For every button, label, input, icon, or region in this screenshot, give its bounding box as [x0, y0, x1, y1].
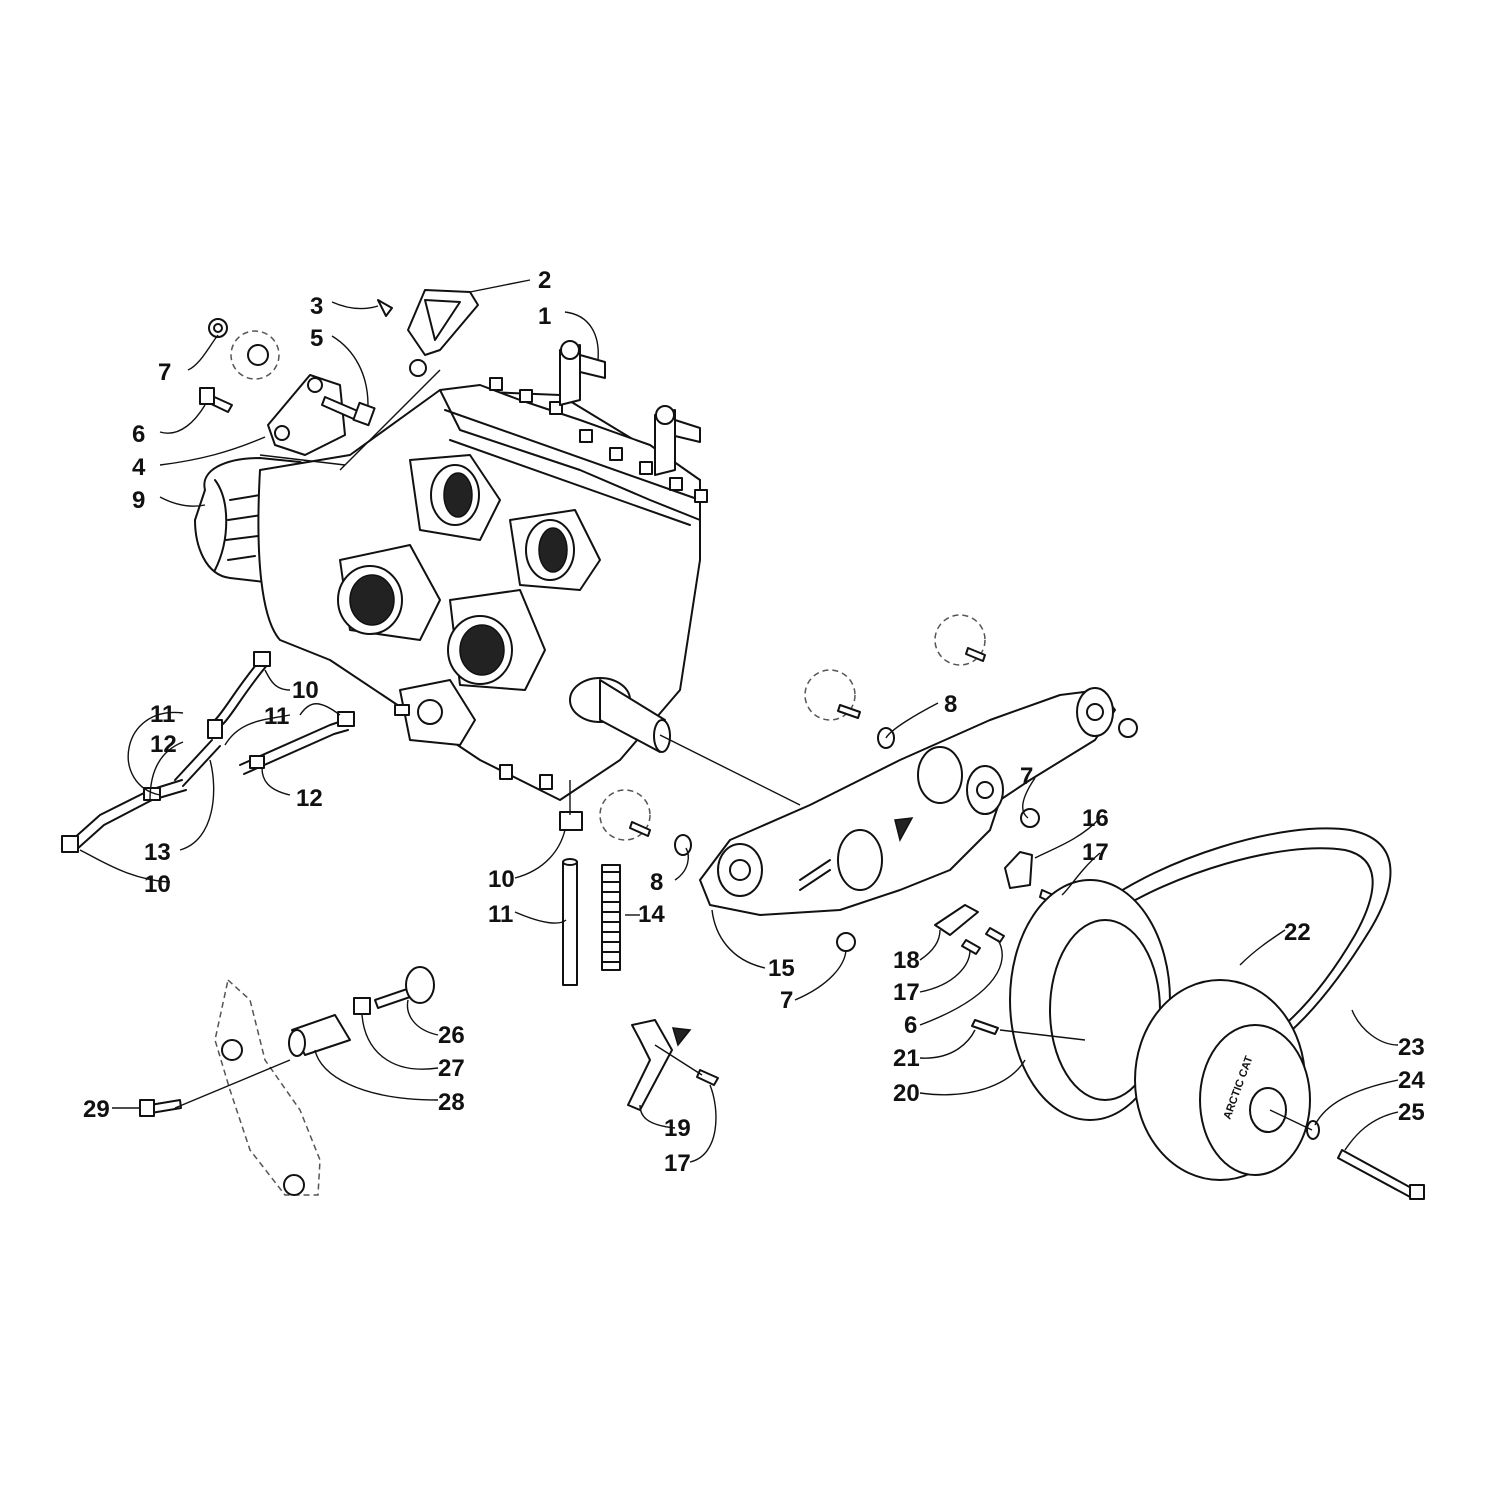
callout-labels: 2 1 3 5 7 6 4 9 10 11 11 12 12 13 10 10 … — [83, 267, 1425, 1177]
front-mount-plate — [699, 687, 1116, 916]
callout-13: 12 — [296, 785, 323, 812]
engine-assembly — [194, 340, 708, 801]
callout-5: 7 — [158, 359, 171, 386]
rear-engine-mount — [199, 318, 376, 456]
lower-left-parts — [139, 966, 435, 1196]
callout-12: 12 — [150, 731, 177, 758]
callout-37: 28 — [438, 1089, 465, 1116]
callout-9: 10 — [292, 677, 319, 704]
callout-25: 7 — [780, 987, 793, 1014]
callout-15: 10 — [144, 871, 171, 898]
spark-plug-cap-2 — [654, 405, 701, 476]
callout-7: 4 — [132, 454, 146, 481]
callout-8: 9 — [132, 487, 145, 514]
callout-22: 16 — [1082, 805, 1109, 832]
callout-40: 17 — [664, 1150, 691, 1177]
callout-30: 20 — [893, 1080, 920, 1107]
callout-1: 2 — [538, 267, 551, 294]
callout-4: 5 — [310, 325, 323, 352]
callout-10: 11 — [264, 703, 289, 730]
callout-31: 22 — [1284, 919, 1311, 946]
drive-clutch: ARCTIC CAT — [971, 827, 1425, 1200]
callout-34: 25 — [1398, 1099, 1425, 1126]
bracket-19 — [627, 1019, 719, 1111]
callout-19: 8 — [650, 869, 663, 896]
callout-20: 8 — [944, 691, 957, 718]
callout-26: 18 — [893, 947, 920, 974]
callout-18: 14 — [638, 901, 665, 928]
callout-16: 10 — [488, 866, 515, 893]
reed-cage-right — [447, 589, 546, 691]
callout-29: 21 — [893, 1045, 920, 1072]
tether-switch-cap — [377, 289, 479, 377]
oil-pump — [394, 679, 476, 746]
mount-nuts — [836, 718, 1138, 952]
intake-port-upper-right — [509, 509, 601, 591]
callout-11: 11 — [150, 701, 175, 728]
callout-38: 29 — [83, 1096, 110, 1123]
callout-6: 6 — [132, 421, 145, 448]
callout-24: 15 — [768, 955, 795, 982]
callout-35: 26 — [438, 1022, 465, 1049]
fuel-lines — [61, 651, 355, 853]
head-bolts — [489, 377, 708, 503]
small-brackets — [934, 851, 1061, 955]
callout-2: 1 — [538, 303, 551, 330]
callout-14: 13 — [144, 839, 171, 866]
callout-32: 23 — [1398, 1034, 1425, 1061]
callout-21: 7 — [1020, 763, 1033, 790]
callout-36: 27 — [438, 1055, 465, 1082]
callout-3: 3 — [310, 293, 323, 320]
callout-33: 24 — [1398, 1067, 1425, 1094]
vent-hose — [559, 811, 583, 986]
crankshaft-pto — [569, 677, 671, 753]
callout-27: 17 — [893, 979, 920, 1006]
leader-lines — [79, 279, 1399, 1163]
callout-39: 19 — [664, 1115, 691, 1142]
reed-cage-left — [337, 544, 441, 641]
callout-17: 11 — [488, 901, 513, 928]
coil-spring — [601, 864, 621, 971]
callout-23: 17 — [1082, 839, 1109, 866]
intake-port-upper-left — [409, 454, 501, 541]
callout-28: 6 — [904, 1012, 917, 1039]
spark-plug-cap-1 — [559, 340, 606, 406]
